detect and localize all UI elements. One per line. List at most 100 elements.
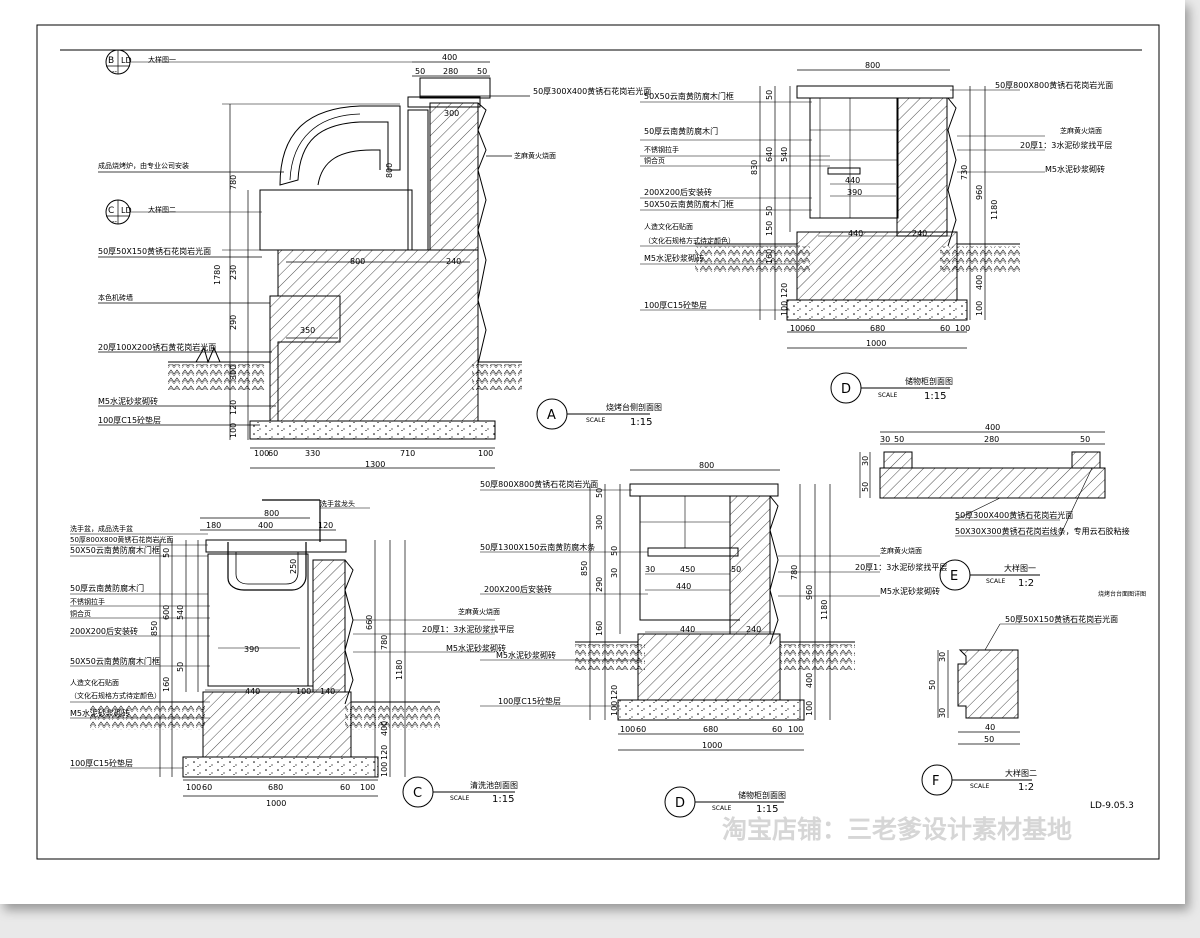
c-dim-390: 390 [244,645,259,654]
a-dim-50a: 50 [415,67,425,76]
d1-dim-1000: 1000 [866,339,886,348]
c-label-4: 50厚云南黄防腐木门 [70,583,144,593]
a-dim-60: 60 [268,449,278,458]
d1-label-3: 不锈钢拉手 [644,145,679,154]
title-f-letter: F [932,774,939,789]
d2-dim-290: 290 [595,577,604,592]
d2-dim-300: 300 [595,515,604,530]
a-label-9: 100厚C15砼垫层 [98,415,161,425]
c-base [202,691,352,758]
title-d2-scale-word: SCALE [712,805,731,812]
d2-label-5: 100厚C15砼垫层 [498,696,561,706]
a-label-10: 芝麻黄火烧面 [514,151,556,160]
a-dim-230: 230 [229,265,238,280]
d1-dim-830: 830 [750,160,759,175]
title-e-name: 大样图一 [1004,563,1036,573]
a-label-1: 大样图一 [148,55,176,64]
d2-dim-960: 960 [805,585,814,600]
c-dim-1180: 1180 [395,660,404,680]
bubble-c-dash: -- [112,218,118,226]
title-d2-name: 储物柜剖面图 [738,790,786,800]
d2-base [637,633,781,701]
a-dim-330: 330 [305,449,320,458]
d1-dim-240: 240 [912,229,927,238]
d1-dim-540: 540 [780,147,789,162]
watermark: 淘宝店铺：三老爹设计素材基地 [722,815,1072,844]
a-dim-100: 100 [229,423,238,438]
title-c-scale: 1:15 [492,794,514,805]
c-label-7: 200X200后安装砖 [70,626,138,636]
e-dim-30b: 30 [861,456,870,466]
d2-dim-160: 160 [595,621,604,636]
c-label-11: M5水泥砂浆砌砖 [70,708,130,718]
c-dim-440: 440 [245,687,260,696]
d1-dim-150: 150 [765,221,774,236]
c-label-10: （文化石规格方式待定颜色） [70,691,161,700]
d1-label-7: 人造文化石贴面 [644,222,693,231]
c-dim-50a: 50 [162,548,171,558]
d1-dim-390: 390 [847,188,862,197]
title-d2-scale: 1:15 [756,804,778,815]
d2-dim-50a: 50 [595,488,604,498]
d2-dim-400: 400 [805,673,814,688]
a-dim-400: 400 [442,53,457,62]
a-dim-380: 800 [385,163,394,178]
e-lip-left [883,451,913,469]
a-cap-top [419,77,491,99]
a-label-5: 50厚50X150黄锈石花岗岩光面 [98,246,211,256]
f-dim-40: 40 [985,723,995,732]
c-dim-1000: 1000 [266,799,286,808]
title-f-name: 大样图二 [1005,768,1037,778]
a-label-8: M5水泥砂浆砌砖 [98,396,158,406]
d2-wood-bar [647,547,739,557]
c-foundation [182,756,379,778]
a-label-3: 成品烧烤炉，由专业公司安装 [98,161,189,170]
d1-label-10: 100厚C15砼垫层 [644,300,707,310]
c-label-8: 50X50云南黄防腐木门框 [70,656,160,666]
d1-label-9: M5水泥砂浆砌砖 [644,253,704,263]
e-dim-50b: 50 [1080,435,1090,444]
a-dim-780: 780 [229,175,238,190]
a-dim-710: 710 [400,449,415,458]
a-label-6: 本色机砖墙 [98,293,133,302]
f-dim-50b: 50 [928,680,937,690]
d2-dim-440b: 440 [680,625,695,634]
d2-dim-450: 450 [680,565,695,574]
title-a-letter: A [547,408,556,423]
d1-dim-440b: 440 [848,229,863,238]
d2-dim-30b: 30 [610,568,619,578]
f-profile [957,649,1019,719]
d1-dim-60b: 60 [940,324,950,333]
d2-dim-440a: 440 [676,582,691,591]
a-dim-1780: 1780 [213,265,222,285]
e-label-3: 烧烤台台面图详图 [1098,590,1146,598]
d1-dim-1180: 1180 [990,200,999,220]
title-d1-scale: 1:15 [924,391,946,402]
c-dim-780: 780 [380,635,389,650]
section-a [98,61,530,469]
grill-hood [279,105,401,186]
cad-drawing: 400 50 280 50 300 800 240 350 780 1780 2… [36,24,1160,860]
a-dim-100c: 100 [478,449,493,458]
c-label-15: 20厚1：3水泥砂浆找平层 [422,624,514,634]
c-dim-400: 400 [258,521,273,530]
title-d1-letter: D [841,382,851,397]
c-basin [227,542,307,591]
d2-dim-1180: 1180 [820,600,829,620]
detail-f [937,623,1100,745]
d2-dim-240: 240 [746,625,761,634]
d1-label-13: 20厚1：3水泥砂浆找平层 [1020,140,1112,150]
a-dim-300b: 300 [229,365,238,380]
c-dim-800: 800 [264,509,279,518]
section-d1 [640,69,1045,349]
c-dim-100a: 100 [186,783,201,792]
e-dim-280: 280 [984,435,999,444]
d2-dim-30: 30 [645,565,655,574]
d2-dim-850: 850 [580,561,589,576]
d1-base [796,231,958,301]
bubble-b-ld: LD [121,56,132,65]
d2-label-2: 50厚1300X150云南黄防腐木条 [480,542,595,552]
a-dim-50b: 50 [477,67,487,76]
d1-cabinet [809,97,899,219]
sheet-border [36,24,1160,860]
